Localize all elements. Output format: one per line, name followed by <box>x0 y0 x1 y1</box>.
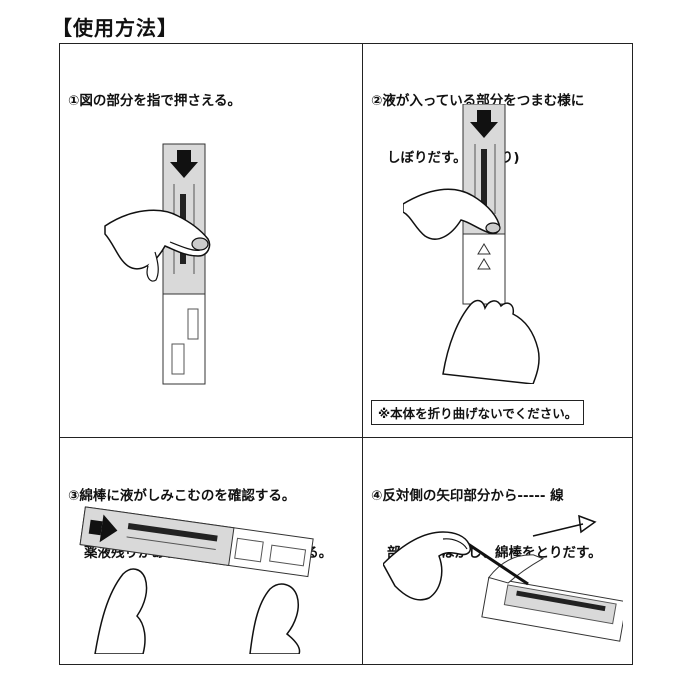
hand-illustration <box>94 568 148 654</box>
hand-illustration <box>442 299 540 384</box>
step-2-panel: ②液が入っている部分をつまむ様に しぼりだす。(山折り) <box>363 44 632 437</box>
hand-illustration <box>383 531 471 601</box>
step-2-line-1: ②液が入っている部分をつまむ様に <box>371 93 585 109</box>
step-3-line-1: ③綿棒に液がしみこむのを確認する。 <box>68 488 296 504</box>
arrow-right-icon <box>88 514 118 543</box>
step-4-line-1: ④反対側の矢印部分から----- 線 <box>371 488 564 504</box>
step-1-text: ①図の部分を指で押さえる。 <box>68 54 241 149</box>
hand-illustration <box>249 583 301 654</box>
step-4-illustration <box>383 494 623 654</box>
hand-illustration <box>403 188 501 240</box>
grid-divider-horizontal <box>60 437 632 438</box>
step-1-illustration <box>100 134 260 394</box>
hand-illustration <box>104 209 211 282</box>
step-3-panel: ③綿棒に液がしみこむのを確認する。 薬液残りがあれば2、3回プッシュする。 <box>60 439 362 664</box>
step-1-line-1: ①図の部分を指で押さえる。 <box>68 93 242 109</box>
step-4-panel: ④反対側の矢印部分から----- 線 部分まではがし、綿棒をとりだす。 <box>363 439 632 664</box>
step-3-illustration <box>75 494 335 654</box>
arrow-right-icon <box>532 514 597 537</box>
arrow-down-icon <box>170 150 198 178</box>
arrow-down-icon <box>470 110 498 138</box>
step-1-panel: ①図の部分を指で押さえる。 <box>60 44 362 437</box>
step-2-illustration <box>403 104 583 384</box>
caution-note: ※本体を折り曲げないでください。 <box>371 400 585 425</box>
grid-divider-vertical <box>362 44 363 664</box>
page-title: 【使用方法】 <box>52 16 178 40</box>
instruction-grid: ①図の部分を指で押さえる。 <box>59 43 633 665</box>
